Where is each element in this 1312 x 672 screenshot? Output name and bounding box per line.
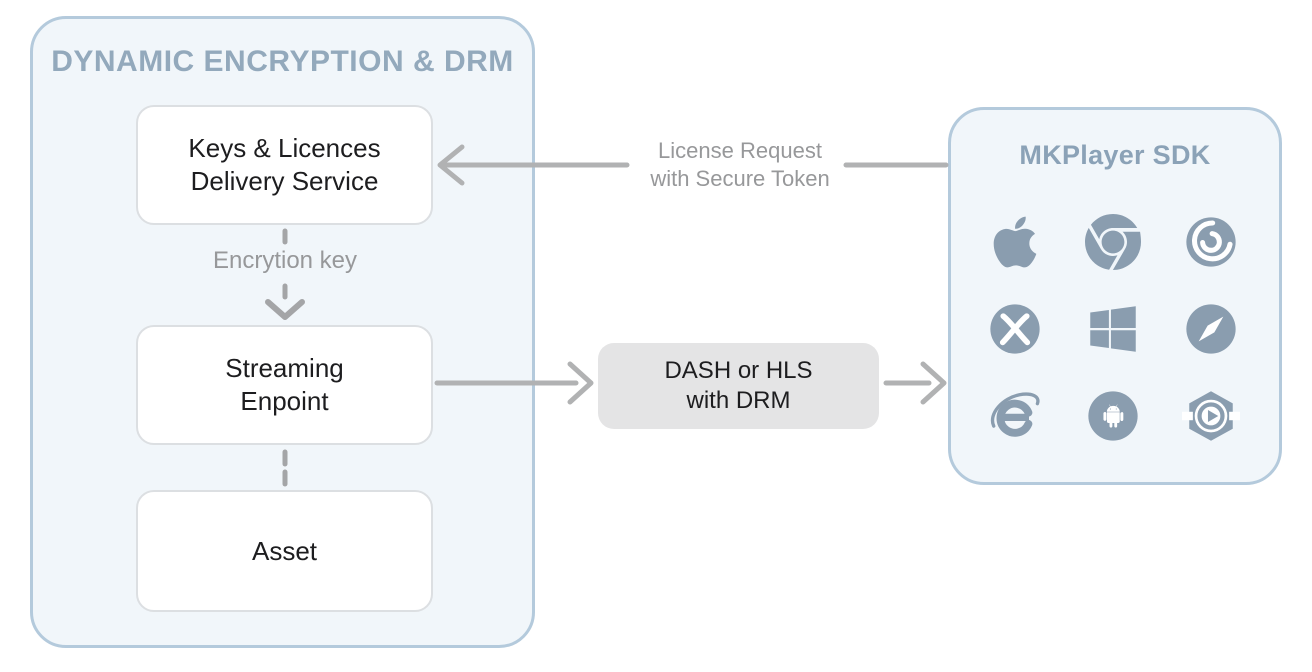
dash-hls-line1: DASH or HLS (664, 357, 813, 384)
sdk-panel-title: MKPlayer SDK (1019, 140, 1211, 170)
license-request-label: License Request with Secure Token (632, 137, 848, 193)
firefox-icon (1182, 213, 1240, 271)
streaming-endpoint-line2: Enpoint (240, 386, 329, 416)
license-request-line1: License Request (658, 138, 822, 163)
android-icon (1084, 387, 1142, 445)
keys-licences-box: Keys & Licences Delivery Service (136, 105, 433, 225)
stream-arrowhead-icon (567, 361, 594, 405)
xbox-icon (986, 300, 1044, 358)
internet-explorer-icon (986, 387, 1044, 445)
keys-licences-line2: Delivery Service (190, 166, 379, 196)
sdk-arrowhead-icon (920, 361, 947, 405)
asset-label: Asset (251, 535, 318, 566)
license-request-line2: with Secure Token (650, 166, 830, 191)
keys-licences-line1: Keys & Licences (188, 133, 381, 163)
asset-box: Asset (136, 490, 433, 612)
chrome-icon (1084, 213, 1142, 271)
dash-hls-box: DASH or HLS with DRM (598, 343, 879, 429)
platform-icon-grid (986, 213, 1240, 445)
streaming-endpoint-line1: Streaming (225, 353, 344, 383)
windows-icon (1084, 300, 1142, 358)
drm-panel-title: DYNAMIC ENCRYPTION & DRM (51, 45, 514, 78)
media-player-icon (1182, 387, 1240, 445)
dash-hls-line2: with DRM (686, 387, 791, 414)
apple-icon (986, 213, 1044, 271)
safari-icon (1182, 300, 1240, 358)
encryption-key-label: Encrytion key (212, 247, 358, 274)
streaming-endpoint-box: Streaming Enpoint (136, 325, 433, 445)
